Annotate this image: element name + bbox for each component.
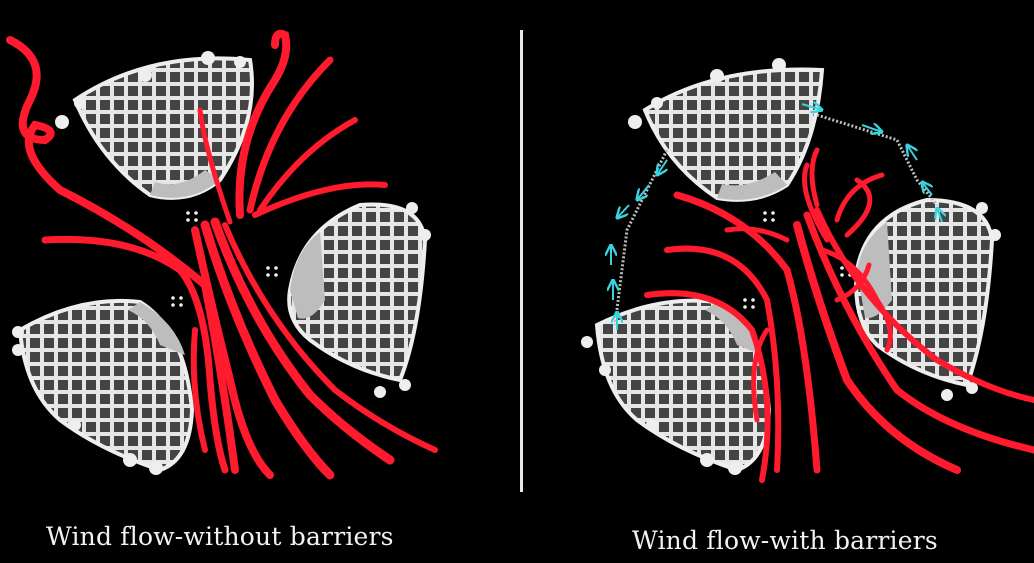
panel-without-barriers: Wind flow-without barriers: [6, 29, 438, 551]
district-right: [287, 202, 431, 398]
dot-markers: [743, 211, 852, 309]
district-top: [628, 58, 825, 202]
district-bottom-left: [581, 298, 772, 475]
district-bottom-left: [12, 298, 195, 475]
arrow-icon: [611, 104, 942, 330]
dot-markers: [171, 211, 278, 307]
caption-with-barriers: Wind flow-with barriers: [632, 526, 938, 555]
district-top: [55, 51, 254, 200]
left-diagram-svg: [6, 29, 438, 480]
right-diagram-svg: [581, 58, 1034, 483]
panel-with-barriers: Wind flow-with barriers: [517, 0, 1034, 563]
wind-flow-icon: [644, 147, 1034, 483]
panel-divider: [520, 30, 523, 492]
caption-without-barriers: Wind flow-without barriers: [46, 522, 394, 551]
wind-flow-icon: [6, 29, 438, 480]
